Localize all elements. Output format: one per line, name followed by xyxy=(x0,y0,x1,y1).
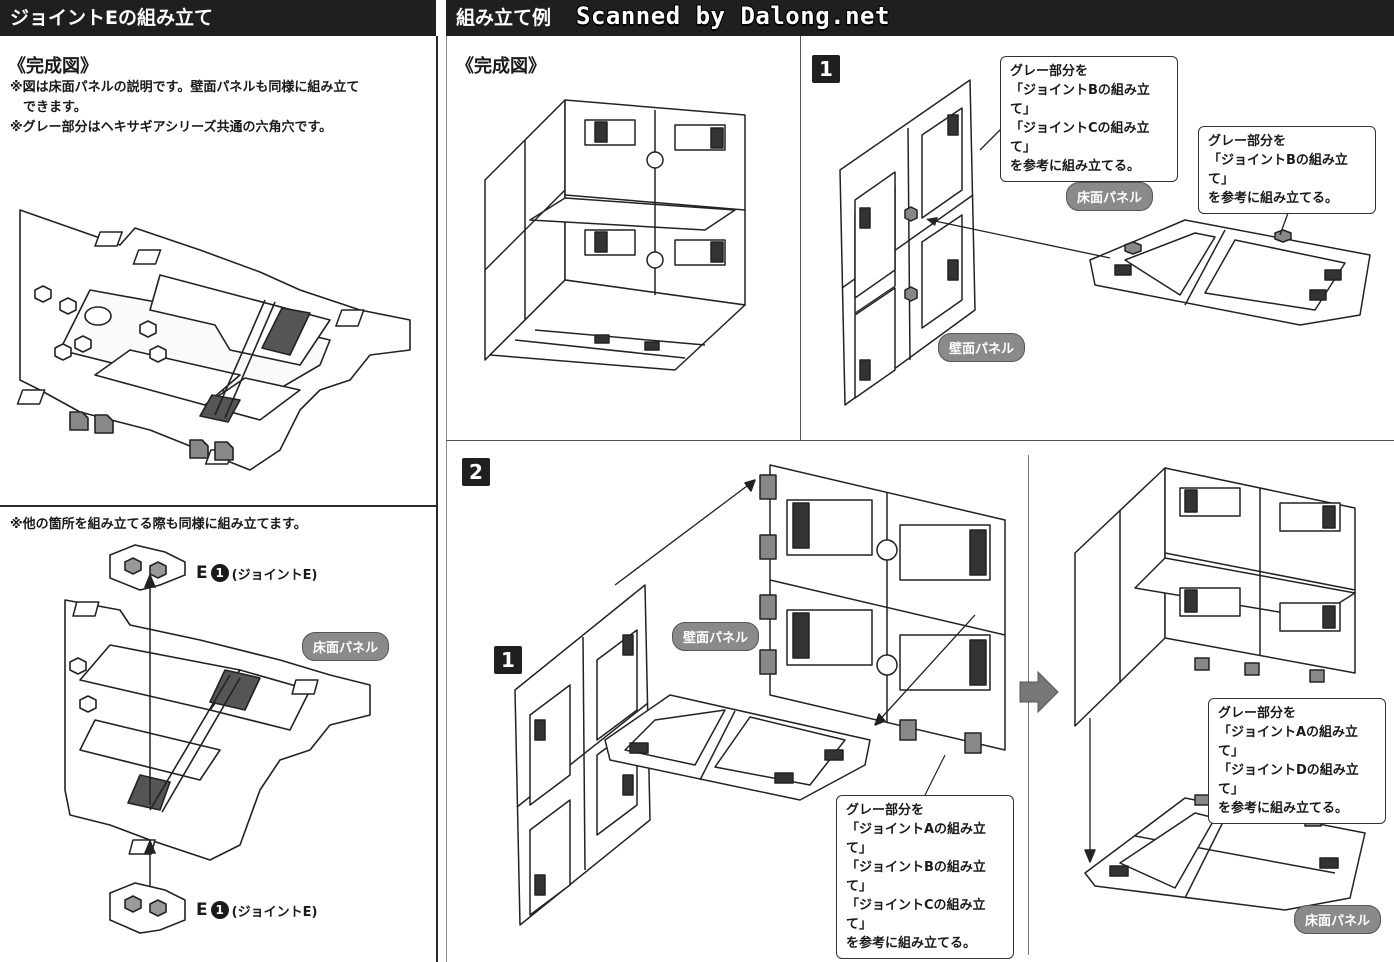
right-row-divider xyxy=(446,440,1394,441)
left-section-title: ジョイントEの組み立て xyxy=(10,7,213,29)
note-line-2: できます。 xyxy=(10,100,87,115)
joint-e-bottom-part xyxy=(109,882,186,934)
step1-floor-panel-illustration xyxy=(1089,219,1371,326)
joint-number: 1 xyxy=(210,901,229,919)
step1-wall-label: 壁面パネル xyxy=(938,333,1026,362)
step2-sub-badge: 1 xyxy=(494,646,522,674)
joint-e-bottom-label: E 1 (ジョイントE) xyxy=(196,900,317,920)
joint-letter: E xyxy=(196,563,208,583)
note-line-3: ※グレー部分はヘキサギアシリーズ共通の六角穴です。 xyxy=(10,120,333,135)
step-2-badge: 2 xyxy=(462,458,490,486)
left-row-divider xyxy=(0,505,436,507)
joint-e-top-label: E 1 (ジョイントE) xyxy=(196,563,317,583)
joint-e-top-part xyxy=(109,544,186,591)
left-bottom-note: ※他の箇所を組み立てる際も同様に組み立てます。 xyxy=(10,517,307,532)
step2-center-callout: グレー部分を 「ジョイントAの組み立て」 「ジョイントBの組み立て」 「ジョイン… xyxy=(836,795,1014,959)
step2-divider xyxy=(1028,455,1029,955)
step-1-badge: 1 xyxy=(812,55,840,83)
step1-wall-panel-illustration xyxy=(839,79,976,406)
joint-name: (ジョイントE) xyxy=(231,567,318,583)
floor-panel-closeup-illustration xyxy=(16,209,411,471)
note-line-1: ※図は床面パネルの説明です。壁面パネルも同様に組み立て xyxy=(10,80,360,95)
column-divider-right xyxy=(446,36,447,962)
joint-e-floor-illustration xyxy=(64,599,371,861)
step1-floor-label: 床面パネル xyxy=(1066,182,1154,211)
step1-wall-callout: グレー部分を 「ジョイントBの組み立て」 「ジョイントCの組み立て」 を参考に組… xyxy=(1000,56,1178,182)
step2-floor-label: 床面パネル xyxy=(1294,905,1382,934)
right-section-header: 組み立て例 xyxy=(446,0,1394,36)
step2-result-illustration xyxy=(1074,467,1366,911)
step1-floor-callout: グレー部分を 「ジョイントBの組み立て」 を参考に組み立てる。 xyxy=(1198,126,1376,214)
right-top-divider xyxy=(800,36,801,440)
completed-cube-illustration xyxy=(484,99,746,371)
step2-right-callout: グレー部分を 「ジョイントAの組み立て」 「ジョイントDの組み立て」 を参考に組… xyxy=(1208,698,1386,824)
joint-letter: E xyxy=(196,900,208,920)
joint-e-arrows xyxy=(143,573,157,887)
floor-panel-label-left: 床面パネル xyxy=(302,632,390,661)
scan-watermark: Scanned by Dalong.net xyxy=(576,2,890,30)
joint-name: (ジョイントE) xyxy=(231,904,318,920)
left-notes: ※図は床面パネルの説明です。壁面パネルも同様に組み立て できます。 ※グレー部分… xyxy=(10,78,430,138)
right-completed-heading: 《完成図》 xyxy=(456,56,546,77)
step2-progress-arrow xyxy=(1019,670,1059,714)
left-completed-heading: 《完成図》 xyxy=(8,56,98,77)
left-section-header: ジョイントEの組み立て xyxy=(0,0,436,36)
joint-number: 1 xyxy=(210,564,229,582)
step2-wall-label: 壁面パネル xyxy=(672,622,760,651)
column-divider-left xyxy=(436,36,438,962)
step2-assembly-illustration xyxy=(514,464,1006,926)
right-section-title: 組み立て例 xyxy=(456,7,552,29)
